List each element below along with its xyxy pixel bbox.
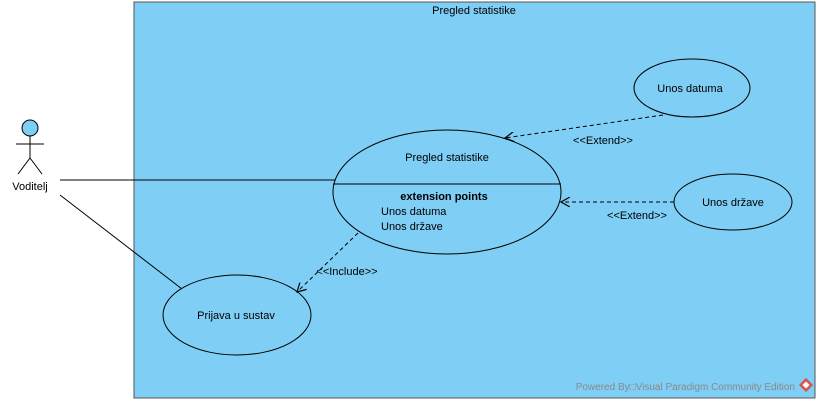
- usecase-prijava-name: Prijava u sustav: [197, 310, 275, 322]
- actor-voditelj[interactable]: Voditelj: [12, 119, 48, 193]
- usecase-unos-datuma[interactable]: Unos datuma: [633, 58, 751, 118]
- association-actor-login[interactable]: [59, 194, 183, 290]
- actor-leg-left: [17, 157, 31, 175]
- relation-include-prijava[interactable]: <<Include>>: [297, 232, 378, 292]
- watermark: Powered By□Visual Paradigm Community Edi…: [576, 377, 814, 393]
- actor-name: Voditelj: [12, 181, 47, 193]
- extension-point-item: Unos datuma: [381, 206, 447, 218]
- usecase-main-ellipse: [332, 129, 562, 255]
- include-line: [297, 232, 359, 292]
- usecase-main-name: Pregled statistike: [405, 152, 489, 164]
- usecase-drzave-name: Unos države: [702, 197, 764, 209]
- watermark-text: Powered By□Visual Paradigm Community Edi…: [576, 382, 795, 393]
- visual-paradigm-logo-icon: [798, 377, 814, 393]
- extension-point-item: Unos države: [381, 221, 443, 233]
- extend-datuma-label: <<Extend>>: [573, 135, 633, 147]
- relation-extend-drzave[interactable]: <<Extend>>: [561, 202, 674, 222]
- actor-leg-right: [29, 157, 43, 175]
- usecase-datuma-name: Unos datuma: [657, 83, 723, 95]
- usecase-pregled-statistike[interactable]: Pregled statistike extension points Unos…: [332, 129, 562, 255]
- extension-points-label: extension points: [400, 191, 487, 203]
- extend-datuma-line: [505, 114, 664, 138]
- usecase-prijava-u-sustav[interactable]: Prijava u sustav: [162, 274, 312, 356]
- system-boundary-title: Pregled statistike: [432, 5, 516, 17]
- usecase-unos-drzave[interactable]: Unos države: [673, 173, 793, 231]
- usecase-prijava-ellipse: [162, 274, 312, 356]
- usecase-datuma-ellipse: [633, 58, 751, 118]
- extend-drzave-label: <<Extend>>: [607, 210, 667, 222]
- relation-extend-datuma[interactable]: <<Extend>>: [505, 114, 664, 147]
- include-label: <<Include>>: [316, 266, 377, 278]
- actor-head: [21, 119, 39, 137]
